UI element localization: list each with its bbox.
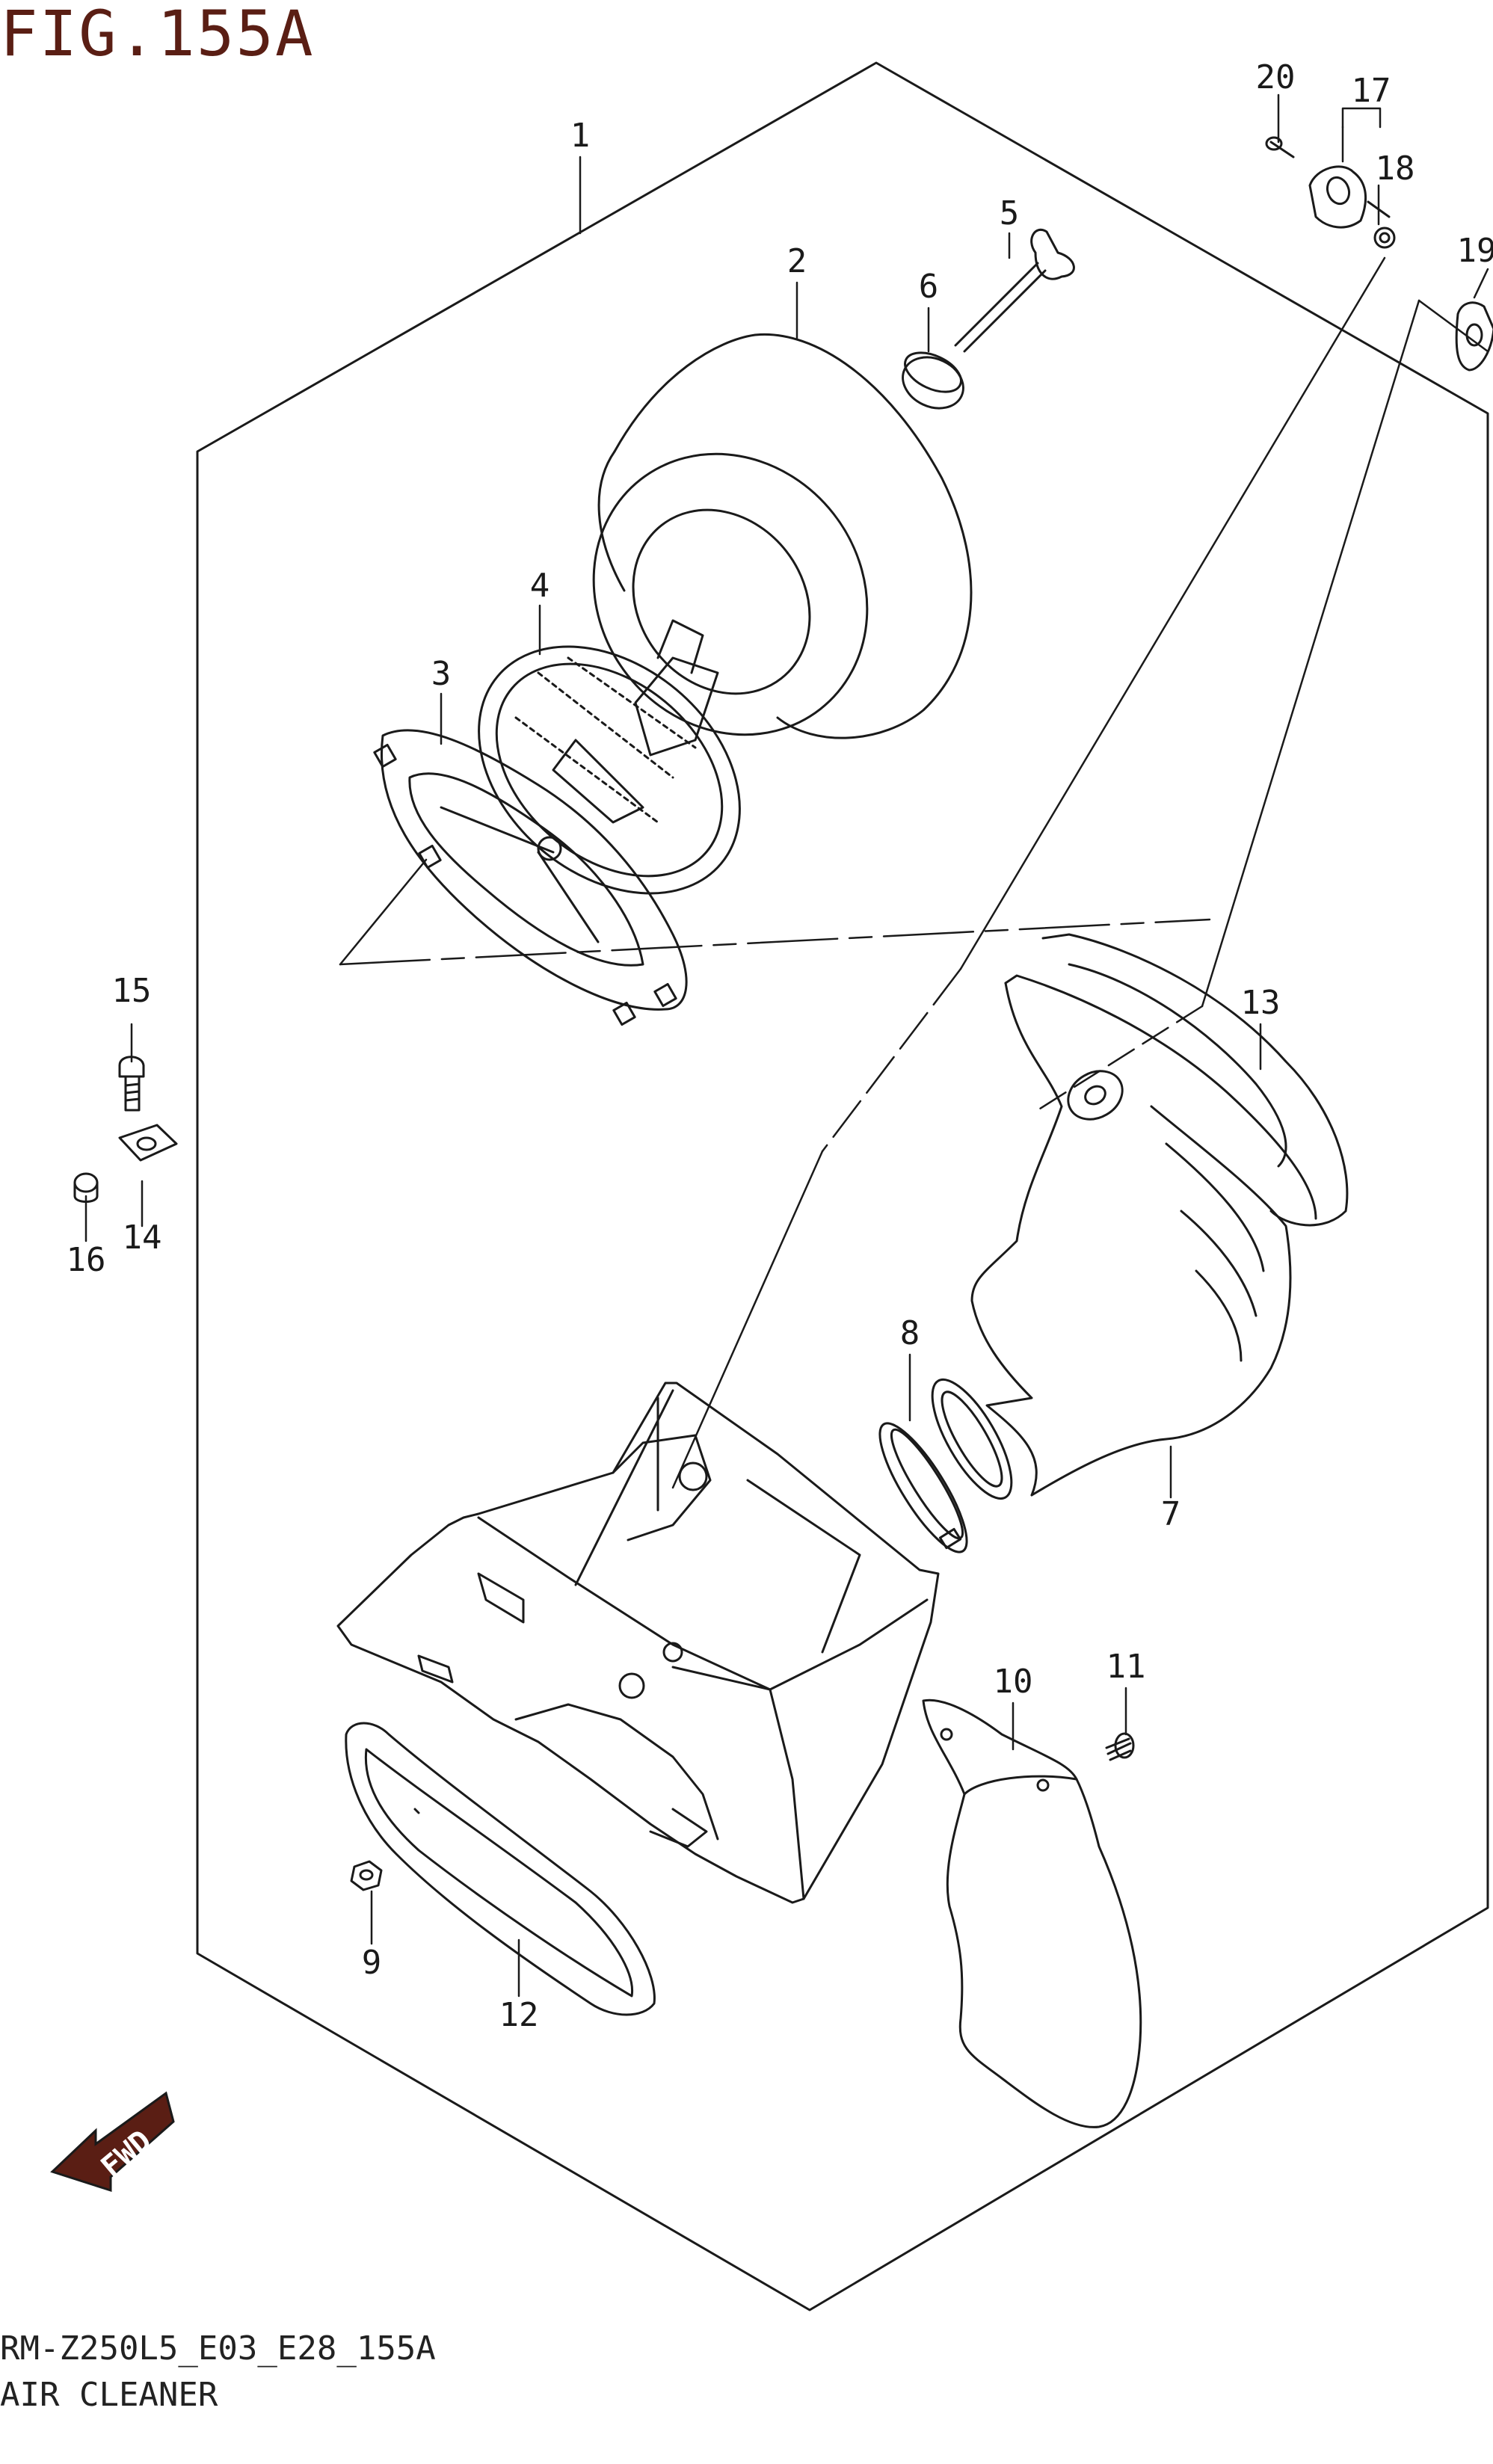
side-hardware [73,1056,178,1203]
callout-2: 2 [787,242,807,280]
intake-duct [931,982,1292,1500]
model-code: RM-Z250L5_E03_E28_155A [0,2329,436,2368]
guide-lines [339,256,1489,1489]
outlet-flange [1004,933,1349,1227]
callout-20: 20 [1256,58,1296,96]
callout-18: 18 [1376,150,1415,188]
callout-11: 11 [1106,1648,1146,1686]
breather-fitting [1265,136,1396,249]
case-seal [345,1722,656,2016]
callout-10: 10 [994,1663,1033,1701]
callout-16: 16 [67,1241,106,1279]
washer [902,351,964,410]
callout-17: 17 [1352,72,1391,110]
figure-name: AIR CLEANER [0,2376,218,2414]
callout-6: 6 [919,268,939,306]
callout-5: 5 [1000,194,1020,232]
wing-bolt [954,228,1075,353]
callout-12: 12 [499,1996,539,2034]
figure-title: FIG.155A [0,0,315,70]
leader-lines [84,93,1489,1998]
screw [1105,1732,1135,1761]
air-cleaner-case [336,1382,940,1904]
hose-clamp [878,1422,968,1553]
callout-15: 15 [112,972,152,1010]
callout-1: 1 [570,117,591,155]
callout-14: 14 [123,1219,162,1257]
callout-3: 3 [431,655,452,693]
callout-19: 19 [1457,232,1493,270]
fwd-arrow-icon: FWD [50,2091,175,2193]
joint-plate [1455,301,1493,372]
filter-frame [373,729,688,1026]
nut [350,1860,383,1891]
mud-guard [922,1698,1142,2128]
callout-13: 13 [1241,984,1281,1022]
callout-labels: 1 2 3 4 5 6 7 8 9 10 11 12 13 14 15 16 1… [67,58,1493,2034]
assembly-boundary [196,61,1489,2311]
callout-9: 9 [362,1944,382,1982]
callout-4: 4 [530,567,550,605]
callout-8: 8 [900,1314,920,1352]
air-filter-element [592,333,973,739]
callout-7: 7 [1161,1495,1181,1533]
